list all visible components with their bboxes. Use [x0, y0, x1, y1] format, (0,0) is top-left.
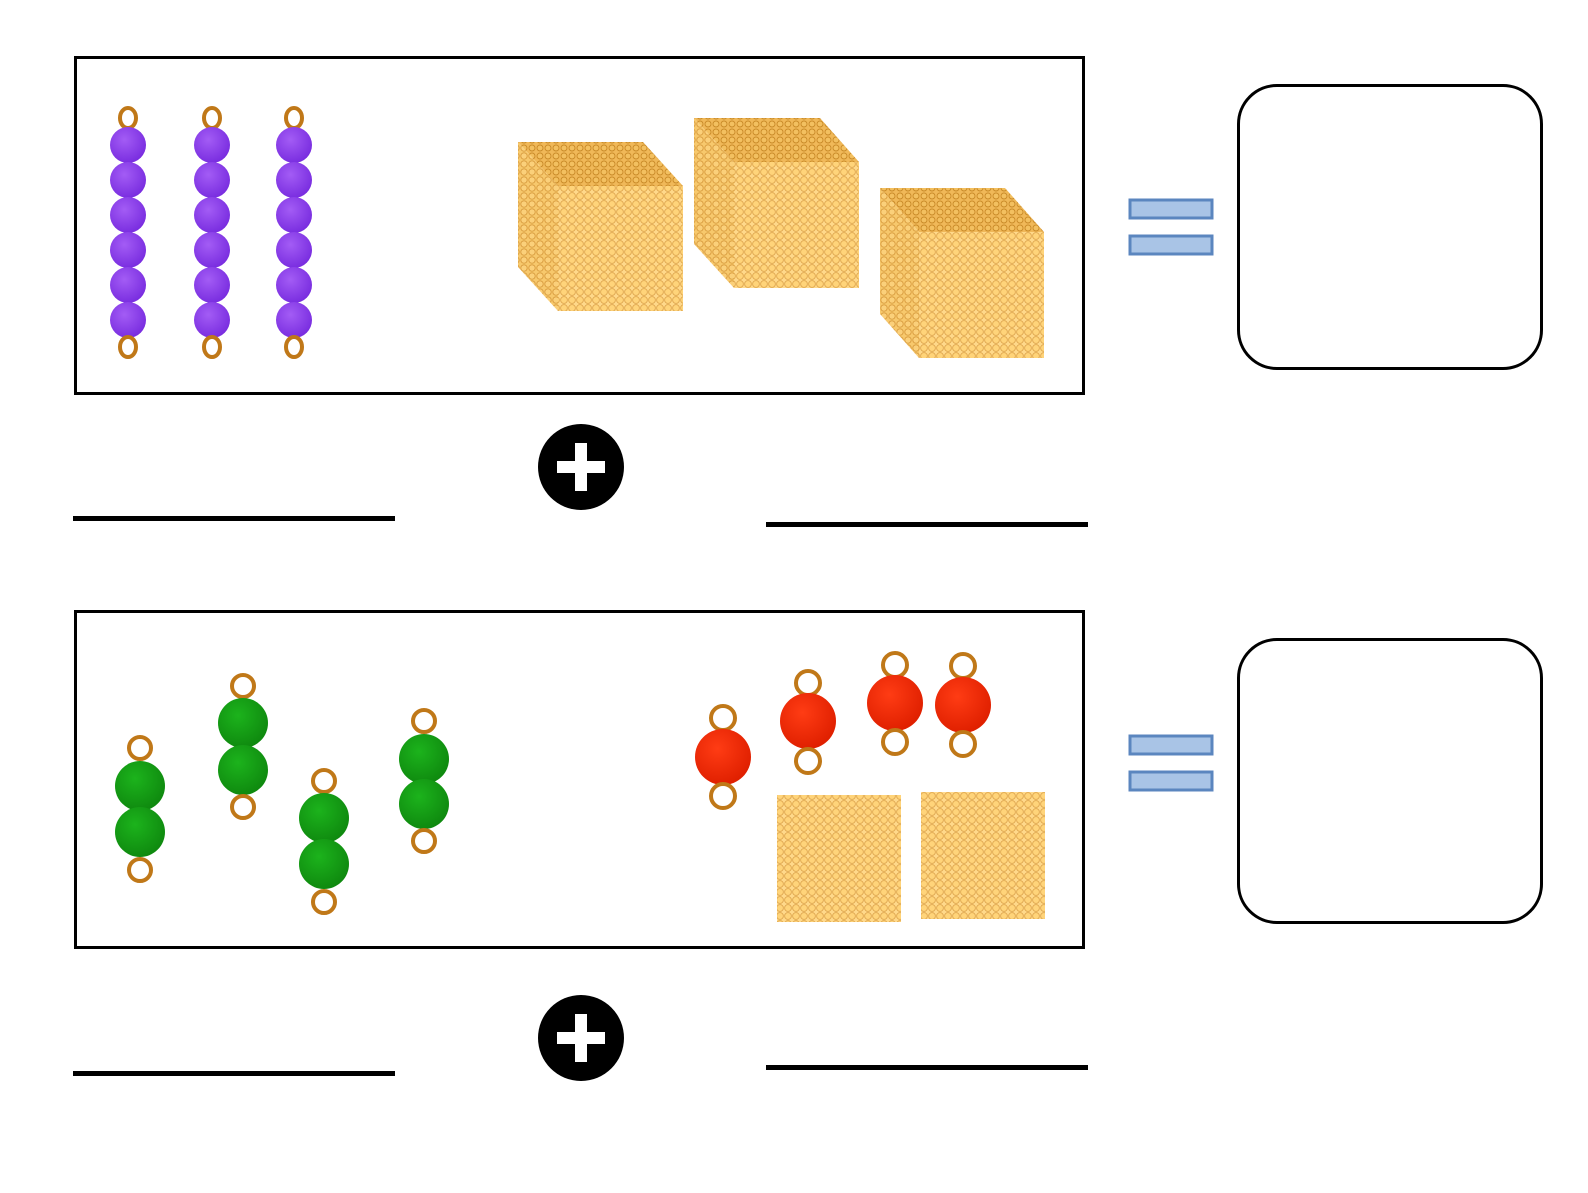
answer-blank-right[interactable]: [766, 1065, 1088, 1070]
equals-sign-icon: [1128, 734, 1214, 792]
thousand-cube: [880, 188, 1044, 358]
plus-icon: [538, 995, 624, 1081]
red-unit-bead: [780, 669, 836, 775]
purple-bead-bar: [194, 106, 230, 359]
answer-box[interactable]: [1237, 638, 1543, 924]
answer-box[interactable]: [1237, 84, 1543, 370]
green-bead-bar: [115, 735, 165, 883]
thousand-cube: [694, 118, 859, 288]
green-bead-bar: [218, 673, 268, 820]
green-bead-bar: [399, 708, 449, 854]
green-bead-bar: [299, 768, 349, 915]
hundred-square: [921, 792, 1045, 919]
equals-sign-icon: [1128, 198, 1214, 256]
plus-icon: [538, 424, 624, 510]
red-unit-bead: [935, 652, 991, 758]
answer-blank-left[interactable]: [73, 1071, 395, 1076]
answer-blank-left[interactable]: [73, 516, 395, 521]
thousand-cube: [518, 142, 683, 311]
purple-bead-bar: [110, 106, 146, 359]
red-unit-bead: [867, 651, 923, 756]
answer-blank-right[interactable]: [766, 522, 1088, 527]
hundred-square: [777, 795, 901, 922]
red-unit-bead: [695, 704, 751, 810]
purple-bead-bar: [276, 106, 312, 359]
